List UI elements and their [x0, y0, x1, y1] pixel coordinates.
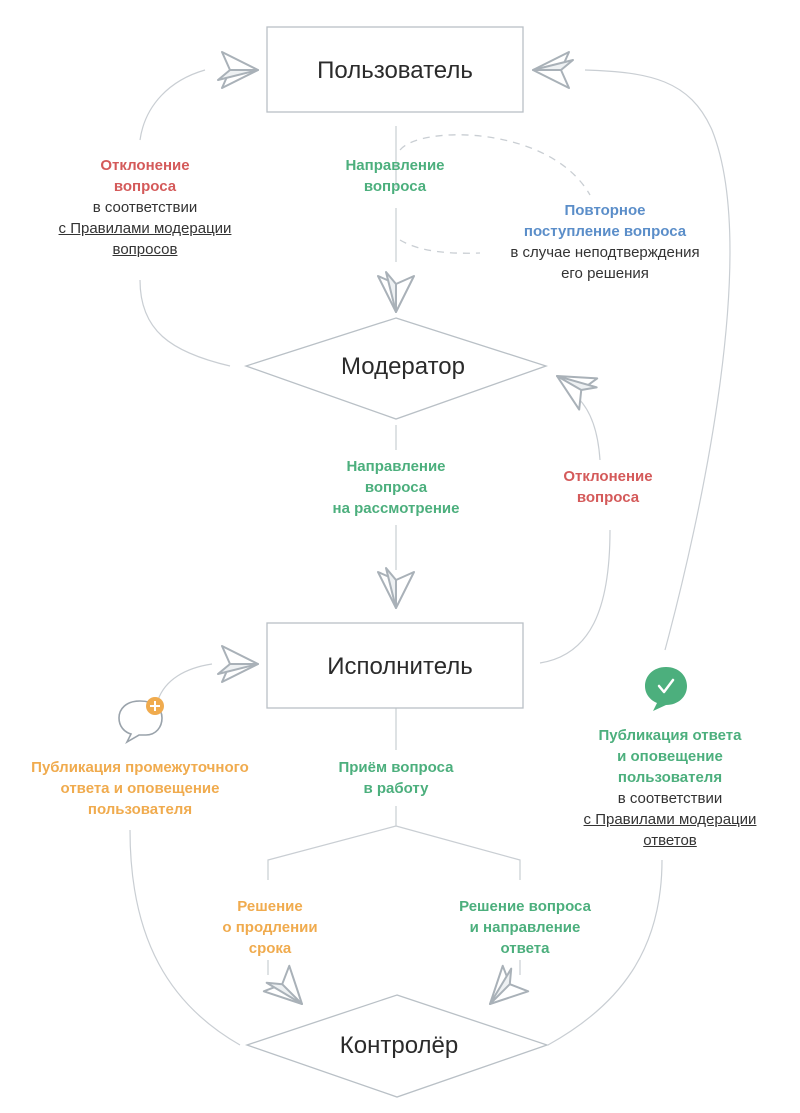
line-branch-right	[395, 825, 521, 880]
label-extend-deadline: Решение о продлении срока	[222, 898, 318, 957]
moderation-rules-answers-link-2[interactable]: ответов	[643, 832, 697, 849]
label-reject-question-moderator: Отклонение вопроса	[563, 468, 653, 506]
repeat-loop-dashed	[399, 134, 591, 196]
connector-lines	[129, 69, 731, 1046]
line-controller-publish	[547, 859, 663, 1046]
line-interim-to-executor	[157, 663, 213, 701]
line-publish-to-user	[584, 69, 731, 651]
node-executor-label: Исполнитель	[327, 653, 473, 680]
label-direction-review: Направление вопроса на рассмотрение	[332, 458, 460, 517]
label-repeat-question: Повторное поступление вопроса в случае н…	[510, 202, 700, 282]
moderation-rules-questions-link[interactable]: с Правилами модерации	[58, 220, 232, 237]
node-moderator: Модератор	[243, 317, 549, 420]
paper-plane-icon	[259, 961, 316, 1018]
paper-plane-icon	[377, 271, 415, 313]
node-user-label: Пользователь	[317, 57, 473, 84]
node-moderator-label: Модератор	[341, 353, 465, 380]
line-reject-mod-top	[577, 397, 601, 461]
label-accept-work: Приём вопроса в работу	[338, 759, 454, 797]
moderation-rules-answers-link[interactable]: с Правилами модерации	[583, 811, 757, 828]
speech-bubble-plus-icon	[118, 697, 164, 745]
paper-plane-icon	[532, 51, 574, 89]
line-interim-to-controller	[129, 829, 241, 1046]
node-user: Пользователь	[266, 26, 524, 113]
label-interim-answer: Публикация промежуточного ответа и опове…	[31, 759, 249, 818]
moderation-rules-questions-link-2[interactable]: вопросов	[112, 241, 178, 258]
paper-plane-icon	[377, 567, 415, 609]
label-solve-question: Решение вопроса и направление ответа	[459, 898, 591, 957]
node-executor: Исполнитель	[266, 622, 524, 709]
line-moderator-reject-user	[139, 279, 231, 367]
line-reject-user-top	[139, 69, 206, 141]
repeat-loop-dashed-lower	[399, 239, 481, 254]
chat-bubble-check-icon	[645, 667, 687, 711]
label-direction-question: Направление вопроса	[345, 157, 445, 195]
label-reject-question-user: Отклонение вопроса в соответствии с Прав…	[45, 155, 245, 260]
paper-plane-icon	[476, 961, 533, 1018]
label-publish-answer: Публикация ответа и оповещение пользоват…	[560, 725, 780, 851]
line-executor-reject-mod	[539, 529, 611, 664]
paper-plane-icon	[217, 645, 259, 683]
line-branch-left	[267, 825, 397, 880]
paper-plane-icon	[217, 51, 259, 89]
node-controller: Контролёр	[244, 994, 550, 1098]
node-controller-label: Контролёр	[340, 1032, 458, 1059]
paper-plane-icon	[547, 359, 602, 413]
